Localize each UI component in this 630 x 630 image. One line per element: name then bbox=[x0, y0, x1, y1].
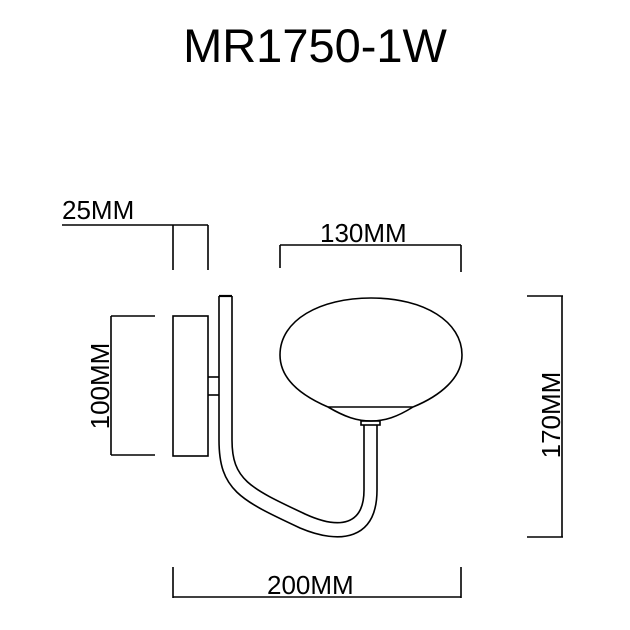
arm-outer bbox=[218, 296, 378, 538]
dim-label-200mm: 200MM bbox=[267, 570, 354, 600]
dim-label-25mm: 25MM bbox=[62, 195, 135, 225]
dim-130mm-lines bbox=[279, 244, 462, 272]
arm-inner bbox=[231, 296, 365, 524]
dim-170mm-lines bbox=[527, 295, 563, 538]
globe bbox=[279, 297, 463, 408]
dim-200mm-lines bbox=[172, 567, 462, 598]
dim-25mm-lines bbox=[62, 224, 209, 270]
model-title: MR1750-1W bbox=[183, 19, 447, 72]
wall-plate bbox=[172, 315, 209, 457]
dim-label-130mm: 130MM bbox=[320, 218, 407, 248]
dim-100mm-lines bbox=[110, 315, 155, 456]
globe-cup bbox=[327, 406, 414, 422]
